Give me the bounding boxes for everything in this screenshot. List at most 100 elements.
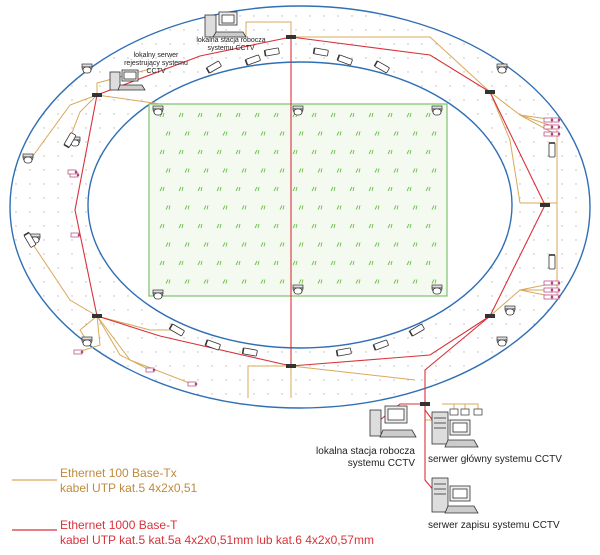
- label-local-station-top: lokalna stacja robocza systemu CCTV: [196, 37, 266, 52]
- cctv-cameras: [22, 47, 561, 416]
- dome-camera-icon: [431, 284, 443, 295]
- grass-mark: [235, 112, 241, 118]
- grass-mark: [197, 149, 203, 155]
- grass-mark: [406, 112, 412, 118]
- grass-mark: [425, 149, 431, 155]
- grass-mark: [406, 149, 412, 155]
- mini-camera-icon: [543, 294, 554, 300]
- bullet-camera-icon: [241, 347, 258, 357]
- bullet-camera-icon: [23, 231, 37, 248]
- grass-mark: [406, 186, 412, 192]
- grass-mark: [317, 242, 323, 247]
- grass-mark: [241, 205, 247, 210]
- network-switch: [420, 402, 430, 406]
- grass-mark: [393, 131, 399, 136]
- grass-mark: [406, 260, 412, 266]
- grass-mark: [184, 242, 190, 247]
- grass-mark: [216, 186, 222, 192]
- grass-mark: [330, 112, 336, 118]
- grass-mark: [317, 205, 323, 210]
- dome-camera-icon: [152, 289, 164, 300]
- grass-mark: [260, 279, 266, 284]
- mini-camera-icon: [460, 408, 470, 416]
- grass-mark: [336, 279, 342, 284]
- grass-mark: [317, 131, 323, 136]
- grass-mark: [393, 279, 399, 284]
- grass-mark: [298, 205, 304, 210]
- recorder-server-icon: [109, 69, 146, 91]
- grass-mark: [222, 131, 228, 136]
- grass-mark: [317, 279, 323, 284]
- grass-marks: [159, 112, 437, 284]
- grass-mark: [235, 223, 241, 229]
- workstation-bottom-icon: [369, 405, 417, 438]
- grass-mark: [330, 260, 336, 266]
- dome-camera-icon: [292, 105, 304, 116]
- label-main-server: serwer główny systemu CCTV: [428, 454, 562, 465]
- grass-mark: [254, 186, 260, 192]
- grass-mark: [431, 205, 437, 210]
- grass-mark: [368, 149, 374, 155]
- network-switch: [286, 364, 296, 368]
- pitch: [148, 103, 448, 297]
- grass-mark: [184, 168, 190, 173]
- grass-mark: [159, 223, 165, 229]
- grass-mark: [355, 168, 361, 173]
- grass-mark: [368, 260, 374, 266]
- grass-mark: [393, 205, 399, 210]
- grass-mark: [203, 168, 209, 173]
- grass-mark: [222, 168, 228, 173]
- grass-mark: [349, 186, 355, 192]
- grass-mark: [279, 279, 285, 284]
- grass-mark: [260, 242, 266, 247]
- grass-mark: [412, 205, 418, 210]
- grass-mark: [311, 112, 317, 118]
- grass-mark: [178, 186, 184, 192]
- grass-mark: [222, 242, 228, 247]
- legend-gigabit-ethernet: Ethernet 1000 Base-T kabel UTP kat.5 kat…: [60, 518, 374, 548]
- legend-fast-title: Ethernet 100 Base-Tx: [60, 466, 177, 480]
- mini-camera-icon: [187, 381, 198, 387]
- mini-camera-icon: [73, 349, 84, 355]
- bullet-camera-icon: [312, 47, 329, 57]
- grass-mark: [425, 186, 431, 192]
- mini-camera-icon: [543, 280, 554, 286]
- grass-mark: [374, 242, 380, 247]
- dome-camera-icon: [496, 63, 508, 74]
- grass-mark: [355, 279, 361, 284]
- grass-mark: [235, 186, 241, 192]
- grass-mark: [273, 260, 279, 266]
- grass-mark: [292, 186, 298, 192]
- grass-mark: [311, 223, 317, 229]
- network-switch: [92, 93, 102, 97]
- mini-camera-icon: [543, 287, 554, 293]
- legend-fast-ethernet: Ethernet 100 Base-Tx kabel UTP kat.5 4x2…: [60, 466, 197, 496]
- bullet-camera-icon: [244, 54, 261, 66]
- grass-mark: [368, 112, 374, 118]
- grass-mark: [184, 131, 190, 136]
- grass-mark: [184, 279, 190, 284]
- grass-mark: [425, 223, 431, 229]
- mini-camera-icon: [543, 124, 554, 130]
- mini-camera-icon: [473, 408, 483, 416]
- bullet-camera-icon: [63, 132, 77, 149]
- record-server-icon: [431, 477, 479, 514]
- grass-mark: [273, 149, 279, 155]
- dome-camera-icon: [292, 284, 304, 295]
- grass-mark: [159, 186, 165, 192]
- mini-camera-icon: [67, 169, 78, 175]
- grass-mark: [298, 131, 304, 136]
- grass-mark: [279, 131, 285, 136]
- grass-mark: [260, 168, 266, 173]
- legend-fast-cable: kabel UTP kat.5 4x2x0,51: [60, 481, 198, 495]
- grass-mark: [165, 205, 171, 210]
- dome-camera-icon: [431, 105, 443, 116]
- grass-mark: [165, 168, 171, 173]
- grass-mark: [368, 223, 374, 229]
- label-record-server: serwer zapisu systemu CCTV: [428, 520, 560, 531]
- network-switch: [540, 203, 550, 207]
- mini-camera-icon: [449, 408, 459, 416]
- grass-mark: [374, 205, 380, 210]
- grass-mark: [184, 205, 190, 210]
- grass-mark: [197, 112, 203, 118]
